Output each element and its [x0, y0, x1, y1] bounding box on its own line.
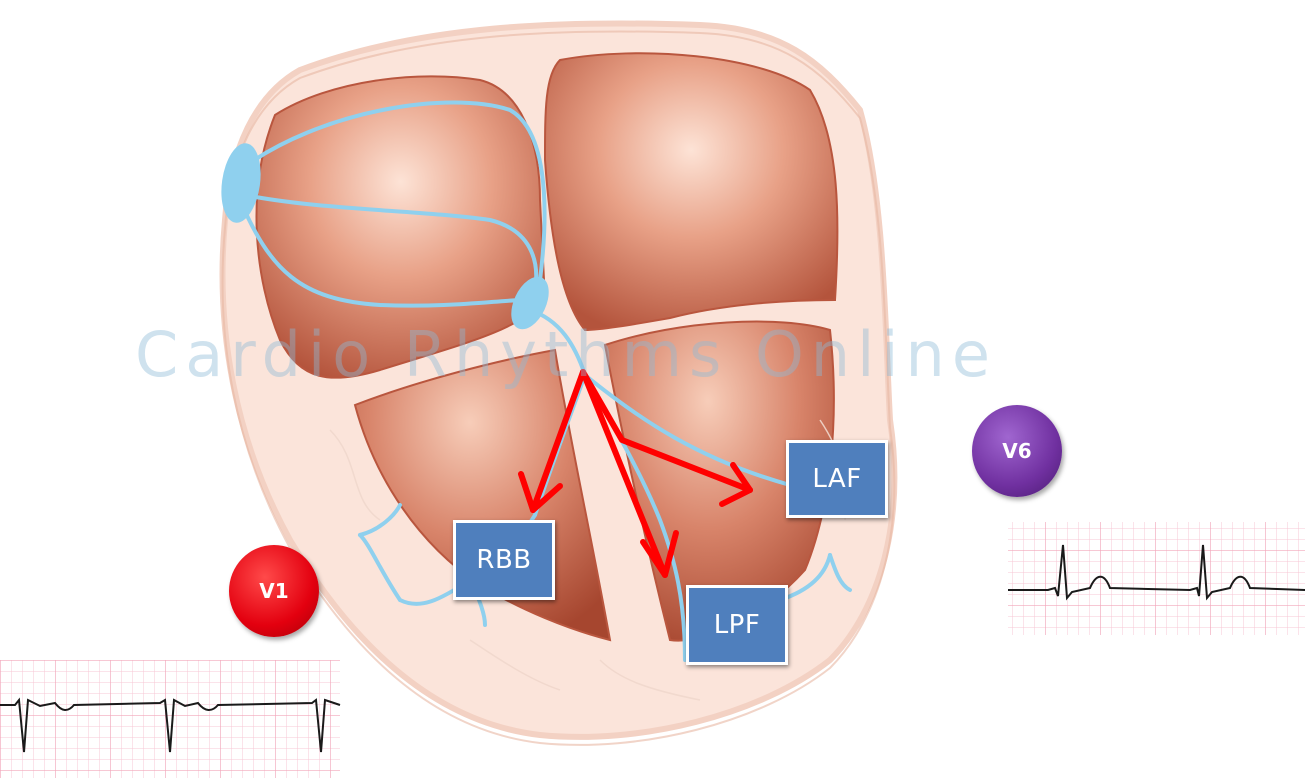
ecg-strip-v6 [1008, 522, 1305, 635]
lead-v1-badge: V1 [229, 545, 319, 637]
laf-label: LAF [786, 440, 888, 518]
conduction-arrows [518, 369, 753, 578]
lpf-label: LPF [686, 585, 788, 665]
left-atrium [543, 52, 839, 332]
sa-node [221, 143, 261, 223]
rbb-label: RBB [453, 520, 555, 600]
lead-v6-badge: V6 [972, 405, 1062, 497]
ecg-strip-v1 [0, 660, 341, 778]
av-node [511, 276, 549, 330]
